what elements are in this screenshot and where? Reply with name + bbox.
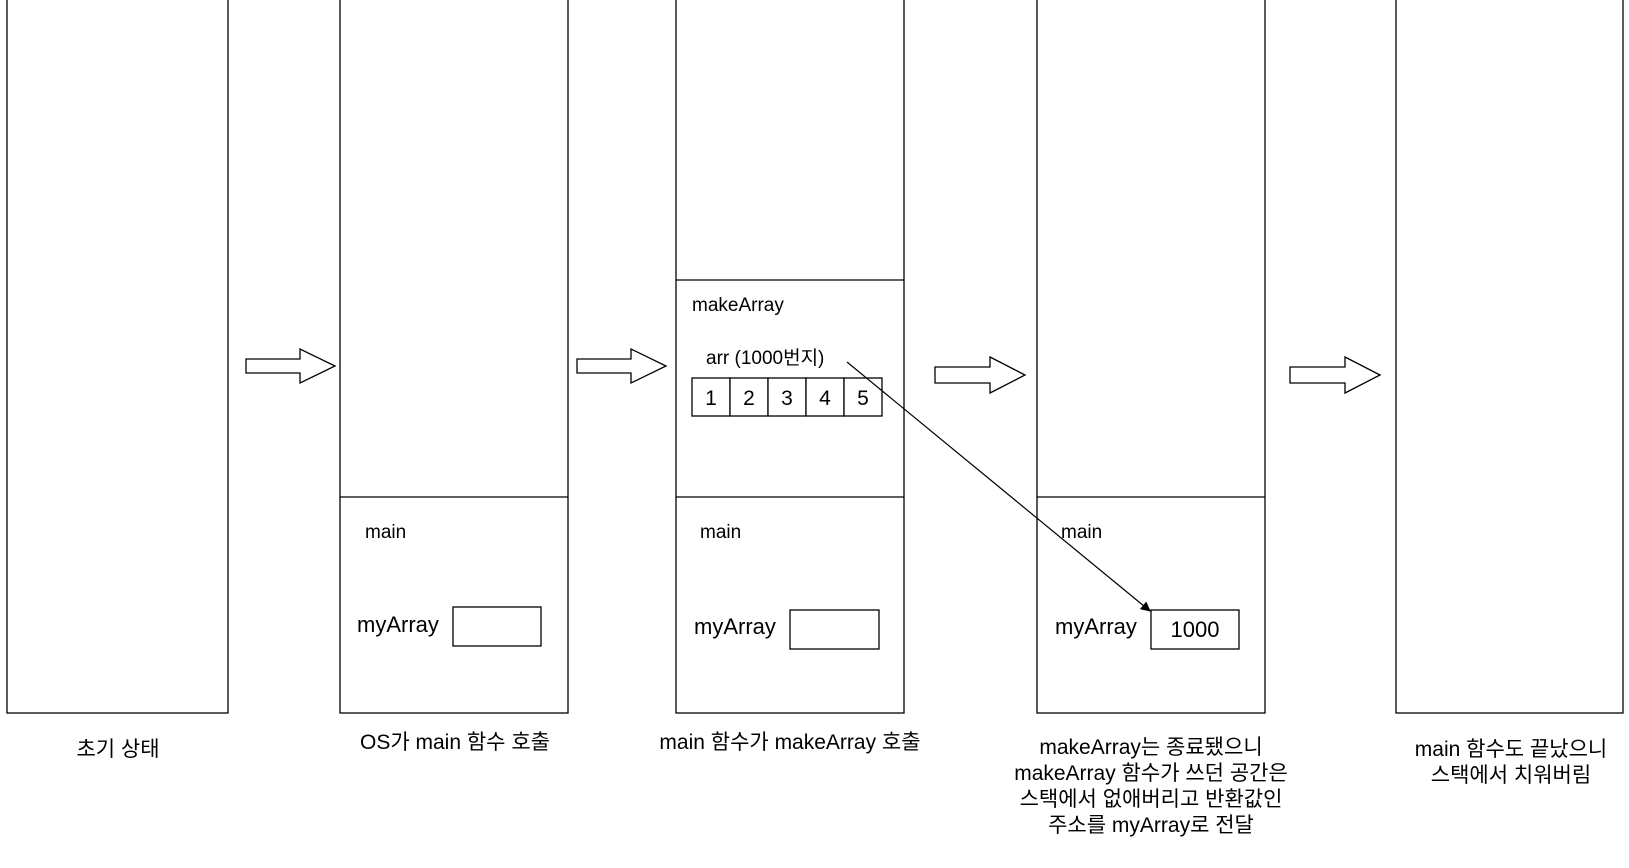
right-arrow-icon [245,347,337,385]
my-array-box-filled [1150,609,1240,650]
captions: 초기 상태 OS가 main 함수 호출 main 함수가 makeArray … [76,731,1607,837]
array-cell [767,377,807,417]
array-cell [843,377,883,417]
array-cells: 1 2 3 4 5 [691,377,883,417]
caption-main-finished-line-1: main 함수도 끝났으니 [1415,738,1607,761]
stage-makearray-returned: main myArray 1000 [1036,0,1266,714]
stage-main-finished [1395,0,1624,714]
array-cell [805,377,845,417]
my-array-label: myArray [694,614,776,639]
my-array-box-empty [789,609,880,650]
array-value: 5 [857,387,869,410]
array-cell [691,377,731,417]
array-value: 4 [819,387,831,410]
stage-os-calls-main: main myArray [339,0,569,714]
array-value: 1 [705,387,717,410]
caption-main-finished-line-2: 스택에서 치워버림 [1431,764,1591,787]
stack-column [1036,0,1266,714]
array-value: 2 [743,387,755,410]
my-array-label: myArray [1055,614,1137,639]
array-value: 3 [781,387,793,410]
makearray-frame-label: makeArray [692,295,784,316]
arr-label: arr (1000번지) [706,347,824,369]
caption-returned-line-2: makeArray 함수가 쓰던 공간은 [1014,762,1288,785]
right-arrow-icon [576,347,668,385]
right-arrow-icon [934,355,1027,395]
my-array-value: 1000 [1171,617,1220,642]
stack-column [1395,0,1624,714]
caption-initial: 초기 상태 [76,738,159,761]
array-cell [729,377,769,417]
right-arrow-icon [1289,355,1382,395]
main-frame-label: main [365,522,406,543]
my-array-box-empty [452,606,542,647]
caption-returned-line-4: 주소를 myArray로 전달 [1048,814,1254,837]
stack-column [675,0,905,714]
caption-os-calls-main: OS가 main 함수 호출 [360,731,550,754]
stage-initial [6,0,229,714]
caption-returned-line-1: makeArray는 종료됐으니 [1039,736,1262,759]
main-frame-label: main [700,522,741,543]
stack-column [6,0,229,714]
main-frame-label: main [1061,522,1102,543]
my-array-label: myArray [357,612,439,637]
stack-column [339,0,569,714]
caption-main-calls-makearray: main 함수가 makeArray 호출 [659,731,920,754]
stage-main-calls-makearray: makeArray arr (1000번지) 1 2 3 4 5 main my… [675,0,905,714]
caption-returned-line-3: 스택에서 없애버리고 반환값인 [1020,788,1283,811]
flow-arrows [245,347,1382,395]
pointer-arrow [846,361,1151,612]
